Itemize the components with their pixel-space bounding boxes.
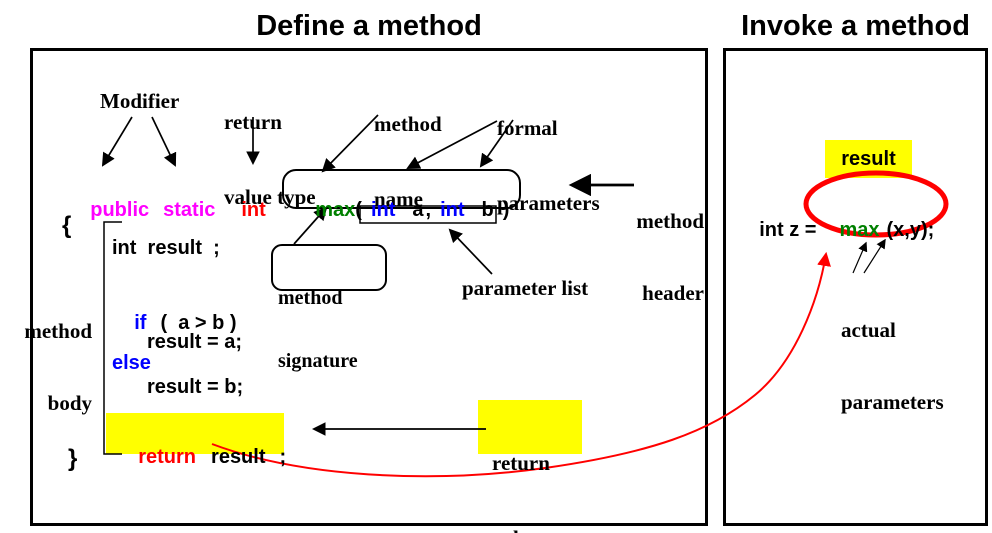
actual-parameters-label: actual parameters bbox=[841, 318, 944, 414]
close-paren: ) bbox=[502, 199, 510, 221]
param1-type: int bbox=[370, 199, 396, 221]
formal-parameters-label: formal parameters bbox=[497, 116, 600, 215]
invoke-panel-title: Invoke a method bbox=[741, 10, 970, 42]
modifier-public: public bbox=[90, 199, 150, 221]
define-panel-title: Define a method bbox=[256, 10, 482, 42]
return-value-label: return value bbox=[492, 451, 550, 533]
param2-type: int bbox=[440, 199, 465, 221]
result-value-label: result bbox=[841, 148, 896, 170]
else-keyword: else bbox=[112, 352, 151, 374]
param2-name: b bbox=[481, 199, 494, 221]
parameter-list-label: parameter list bbox=[462, 276, 589, 300]
then-statement: result = a; bbox=[147, 331, 243, 353]
declaration-statement: int result ; bbox=[112, 237, 220, 259]
invocation-arguments: (x,y); bbox=[886, 219, 935, 241]
return-expression: result bbox=[211, 446, 266, 468]
comma: , bbox=[425, 199, 432, 221]
return-statement: return result; bbox=[116, 423, 286, 492]
open-paren: ( bbox=[355, 199, 362, 221]
invocation-lhs: int z = bbox=[759, 219, 817, 241]
invocation-statement: int z = max (x,y); bbox=[737, 196, 934, 265]
close-brace: } bbox=[68, 445, 78, 472]
method-name-token: max bbox=[315, 199, 356, 221]
param1-name: a bbox=[412, 199, 424, 221]
modifier-static: static bbox=[163, 199, 216, 221]
invoked-method-name: max bbox=[839, 219, 880, 241]
else-statement: result = b; bbox=[147, 376, 244, 398]
if-keyword: if bbox=[134, 312, 147, 334]
method-header-label: method header bbox=[636, 209, 704, 305]
open-brace: { bbox=[62, 212, 72, 239]
return-keyword: return bbox=[138, 446, 197, 468]
method-signature-label: method signature bbox=[278, 287, 358, 372]
return-type: int bbox=[241, 199, 266, 221]
method-body-label: method body bbox=[24, 319, 92, 415]
modifiers-and-type: public static int bbox=[68, 176, 266, 245]
return-semicolon: ; bbox=[279, 446, 287, 468]
modifier-label: Modifier bbox=[100, 89, 180, 113]
